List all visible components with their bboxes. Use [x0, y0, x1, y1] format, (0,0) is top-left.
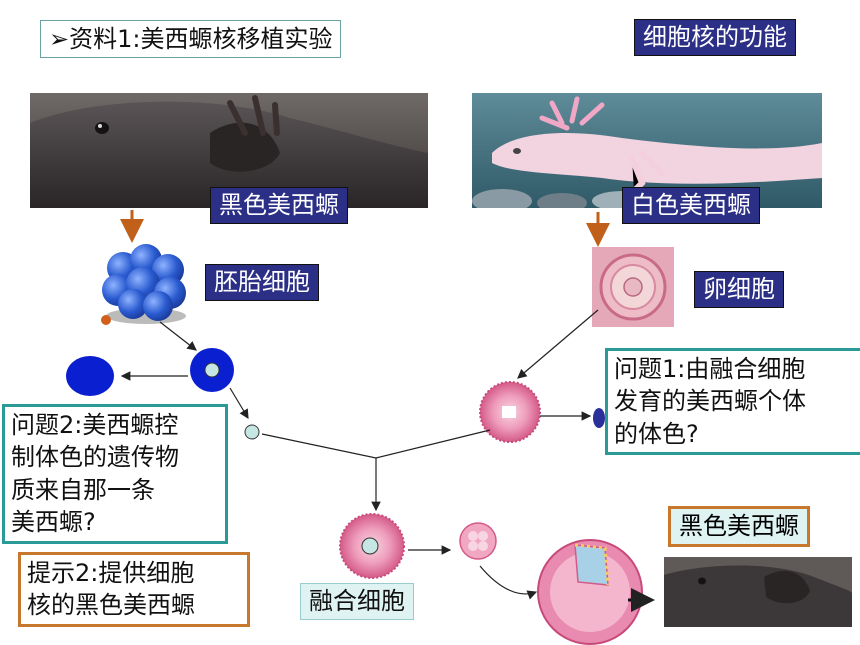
question1-box: 问题1:由融合细胞 发育的美西螈个体 的体色? — [605, 348, 860, 456]
result-axolotl-photo — [664, 557, 852, 627]
question2-line4: 美西螈? — [11, 508, 96, 537]
question2-line3: 质来自那一条 — [11, 475, 155, 504]
question2-line2: 制体色的遗传物 — [11, 443, 179, 472]
enucleated-embryo-cell — [66, 356, 114, 396]
hint2-line1: 提示2:提供细胞 — [27, 559, 195, 587]
topic-label: 细胞核的功能 — [634, 19, 796, 57]
question1-line1: 问题1:由融合细胞 — [614, 355, 806, 383]
embryo-cell-label: 胚胎细胞 — [205, 264, 319, 302]
fused-cell-label: 融合细胞 — [300, 583, 414, 621]
hint2-box: 提示2:提供细胞 核的黑色美西螈 — [18, 552, 250, 627]
egg-cell-label: 卵细胞 — [694, 271, 784, 309]
question2-line1: 问题2:美西螈控 — [11, 411, 179, 439]
embryo-cluster-image — [98, 238, 190, 326]
egg-cell-photo — [592, 247, 674, 327]
title-bullet-icon: ➢ — [49, 25, 70, 53]
embryo-to-cell-arrow — [159, 321, 197, 351]
fused-cell — [339, 513, 405, 579]
black-axolotl-label: 黑色美西螈 — [210, 187, 348, 225]
embryo-single-cell — [190, 348, 234, 392]
blastula — [537, 539, 643, 645]
extracted-nucleus — [244, 424, 260, 440]
question1-line2: 发育的美西螈个体 — [614, 387, 806, 416]
title-text: 资料1:美西螈核移植实验 — [69, 25, 333, 53]
title-box: ➢资料1:美西螈核移植实验 — [40, 20, 342, 59]
black-axolotl-photo — [30, 93, 428, 208]
white-axolotl-label: 白色美西螈 — [622, 187, 760, 225]
question1-line3: 的体色? — [614, 419, 699, 448]
egg-to-cell-arrow — [517, 309, 599, 379]
hint2-line2: 核的黑色美西螈 — [27, 591, 195, 620]
egg-pink-cell — [479, 381, 541, 443]
dividing-cell — [459, 522, 497, 560]
removed-egg-nucleus — [593, 408, 605, 428]
result-label: 黑色美西螈 — [668, 506, 810, 548]
division-to-blastula-arrow — [479, 565, 538, 600]
question2-box: 问题2:美西螈控 制体色的遗传物 质来自那一条 美西螈? — [2, 404, 228, 544]
nucleus-extract-arrow — [229, 387, 249, 420]
merge-lines — [261, 429, 491, 459]
